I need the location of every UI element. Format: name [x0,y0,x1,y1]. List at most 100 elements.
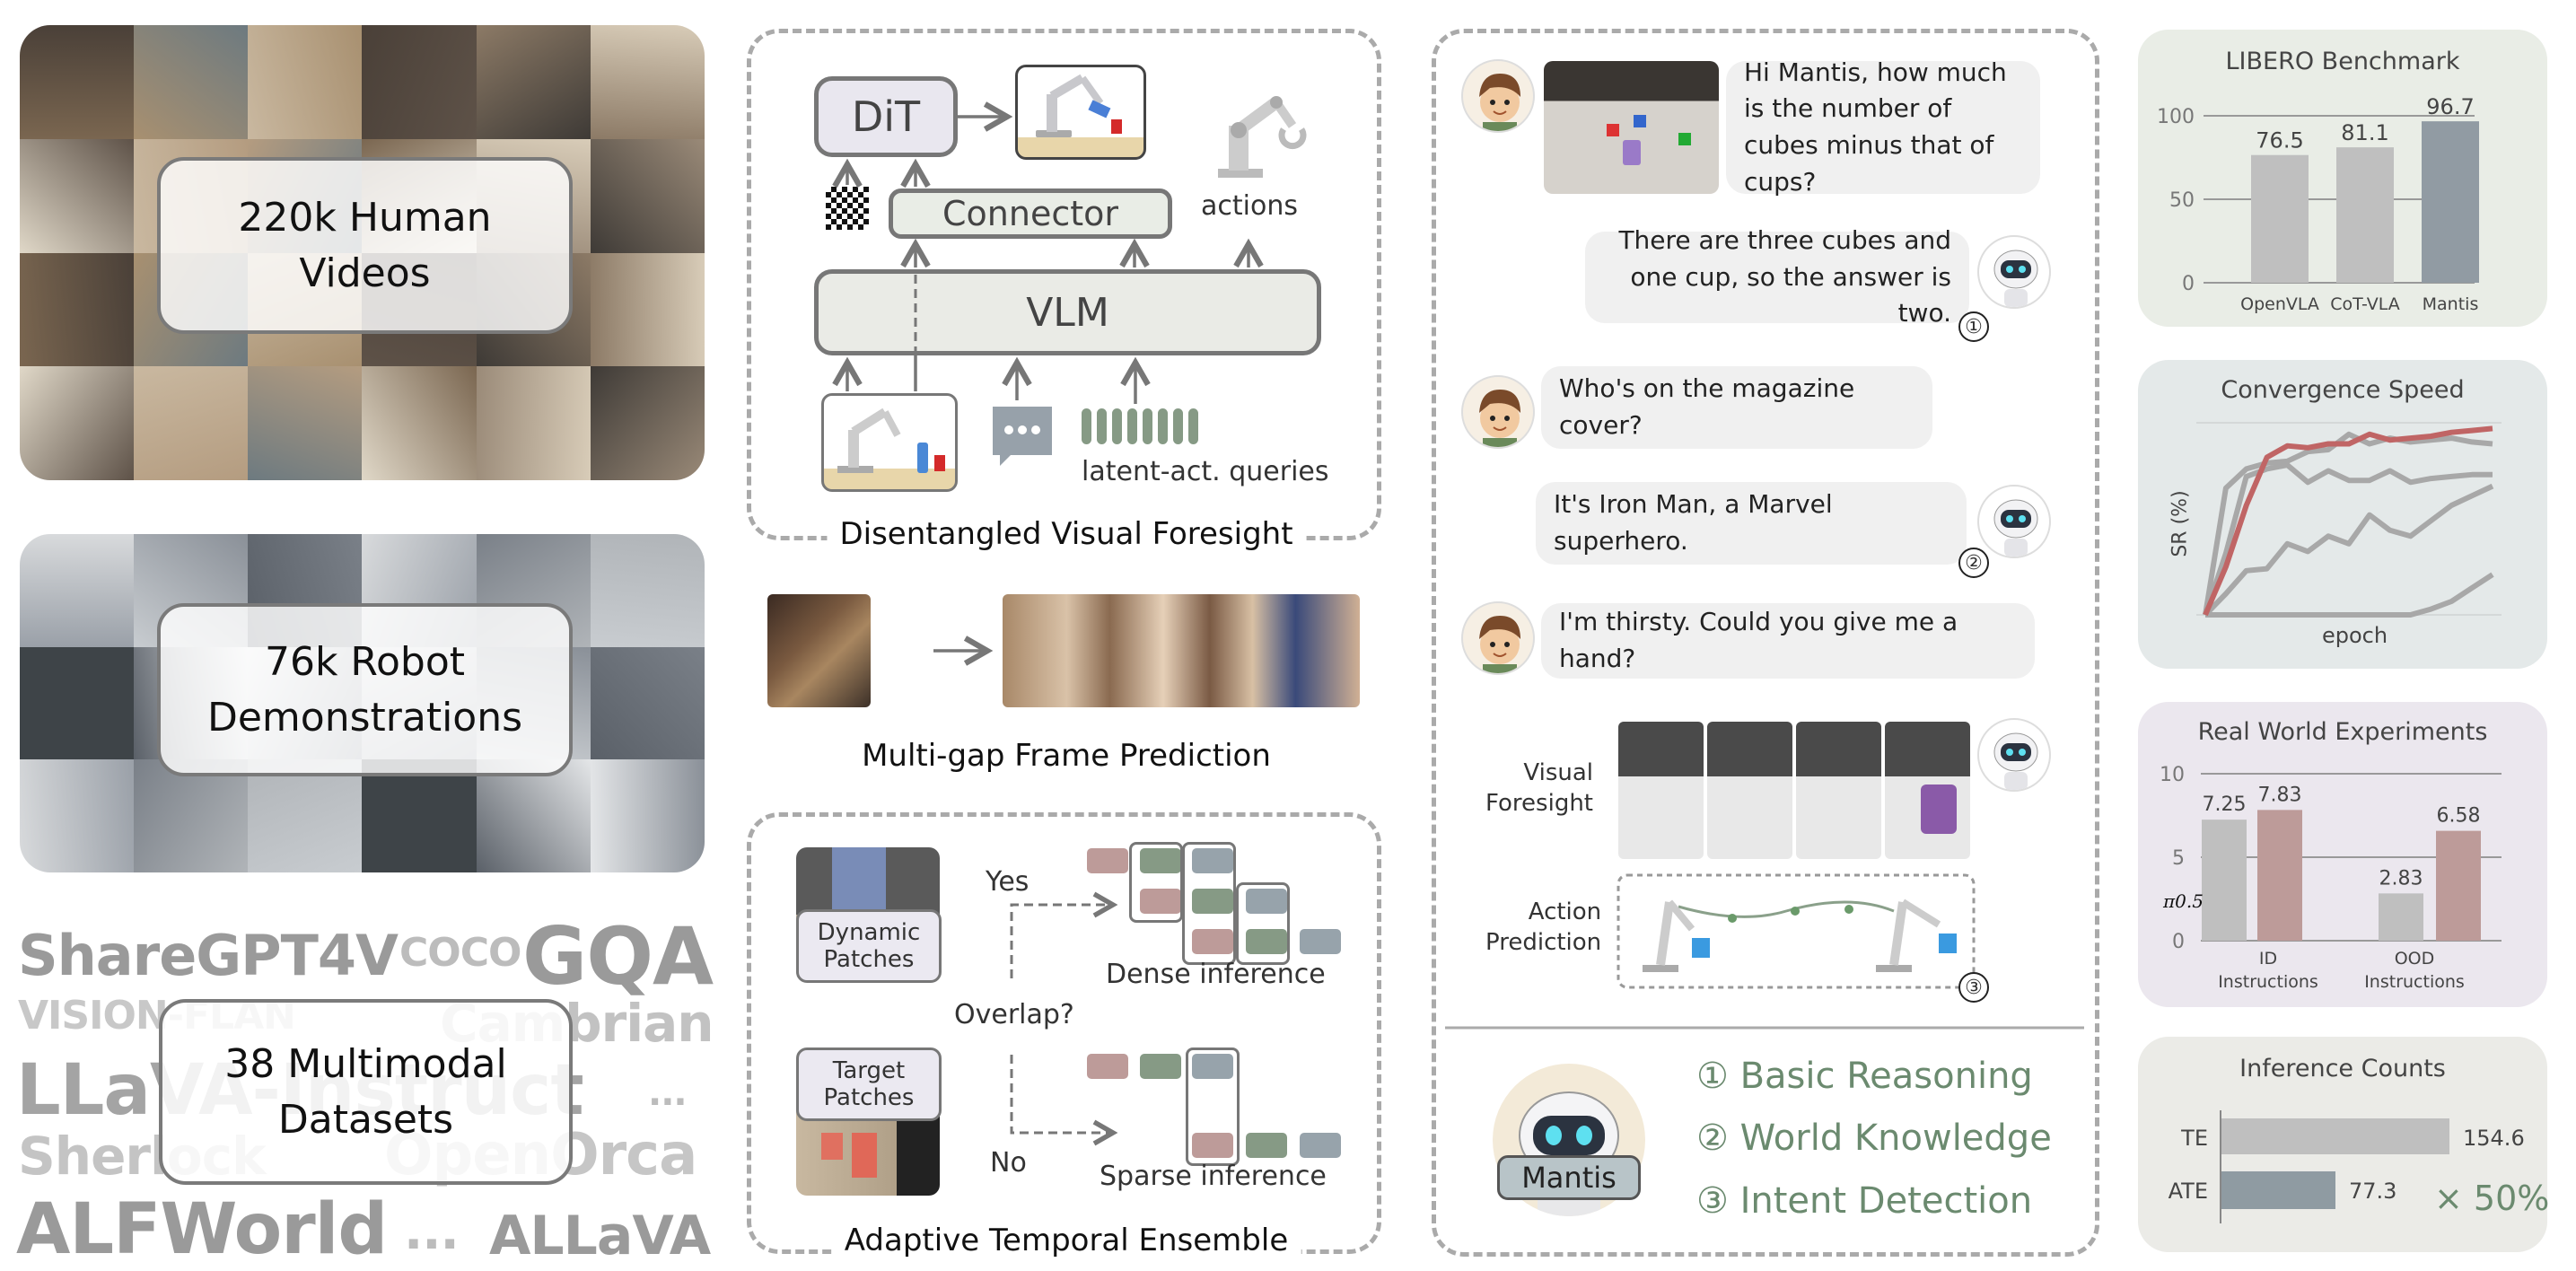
x-axis-label: epoch [2322,623,2388,648]
series-line-mantis [2203,425,2493,617]
bot-message-bubble: There are three cubes and one cup, so th… [1585,225,1969,328]
dense-token [1140,848,1181,873]
series-line-baseline-1 [2203,431,2493,616]
legend-pi05: π0.5 [2163,890,2204,912]
visual-foresight-label: Visual Foresight [1485,759,1593,817]
tag-intent-detection: ③ [1958,972,1989,1003]
robot-arm-actions-icon [1214,90,1312,183]
mosaic-tile [134,25,249,139]
robot-avatar [1977,718,2051,792]
human-videos-label: 220k Human Videos [157,157,573,334]
data-label: 76.5 [2256,128,2303,153]
dense-window [1236,882,1290,965]
dataset-word: ... [648,1073,688,1114]
dataset-word: ShareGPT4V [18,923,399,988]
latent-query-bar [1188,408,1198,444]
message-tag: ② [1958,548,1989,578]
robot-face-icon [1993,250,2038,307]
yes-label: Yes [986,866,1030,898]
mosaic-tile [590,252,705,367]
latent-query-bar [1143,408,1152,444]
user-avatar [1461,601,1535,675]
mosaic-tile [476,759,591,872]
predicted-frame-image [1015,65,1146,160]
latent-query-bar [1112,408,1122,444]
mosaic-tile [248,25,363,139]
reduction-annotation: × 50% [2434,1179,2550,1218]
multigap-input-frame [767,594,871,707]
user-message-bubble: I'm thirsty. Could you give me a hand? [1541,603,2035,679]
mosaic-tile [20,646,135,760]
bot-message-bubble: It's Iron Man, a Marvel superhero. [1536,482,1967,565]
message-tag: ① [1958,311,1989,342]
sparse-inference-label: Sparse inference [1100,1161,1327,1192]
multigap-caption: Multi-gap Frame Prediction [849,738,1284,774]
series-line-baseline-3 [2203,483,2494,618]
dense-token [1192,929,1233,954]
robot-avatar [1977,235,2051,309]
user-face-icon [1479,390,1520,447]
mosaic-tile [20,534,135,647]
datasets-label: 38 Multimodal Datasets [159,999,573,1185]
user-avatar [1461,59,1535,133]
mosaic-tile [248,759,363,872]
dense-inference-label: Dense inference [1106,959,1326,990]
data-label: 7.25 [2203,793,2247,816]
action-trajectory [1678,900,1895,918]
category-label: ATE [2169,1179,2208,1204]
mosaic-tile [134,366,249,480]
data-label: 7.83 [2258,784,2302,806]
data-label: 96.7 [2426,94,2474,119]
mosaic-tile [20,25,135,139]
real-world-bar-chart: 05107.252.837.836.58IDInstructionsOODIns… [2160,764,2502,992]
robot-avatar [1977,485,2051,558]
bar [2251,154,2309,283]
visual-foresight-frames [1618,722,1970,859]
y-tick-label: 5 [2172,847,2185,870]
action-robot-arms-icon [1634,884,1966,986]
mosaic-tile [590,25,705,139]
dense-window [1129,842,1183,923]
dataset-word: GQA [522,910,714,1003]
latent-query-bar [1158,408,1168,444]
chat-frame [1432,29,2099,1257]
bar [2221,1171,2335,1209]
y-tick-label: 10 [2160,764,2185,786]
connector-block: Connector [889,188,1172,239]
y-tick-label: 100 [2157,106,2195,128]
y-tick-label: 0 [2172,931,2185,953]
dense-token [1192,848,1233,873]
user-message-bubble: Hi Mantis, how much is the number of cub… [1726,57,2040,197]
target-patches-label: Target Patches [796,1047,942,1121]
y-tick-label: 50 [2169,189,2195,212]
dit-block: DiT [814,76,958,157]
series-line-baseline-2 [2203,462,2493,616]
legend-basic-reasoning: ① Basic Reasoning [1696,1056,2033,1097]
latent-query-bar [1127,408,1137,444]
bar [2436,830,2481,941]
sparse-token [1246,1133,1287,1158]
dense-token [1300,929,1341,954]
sparse-token [1140,1054,1181,1079]
data-label: 6.58 [2437,805,2481,828]
mosaic-tile [476,366,591,480]
mosaic-tile [20,366,135,480]
vlm-block: VLM [814,269,1321,355]
sparse-token [1192,1054,1233,1079]
sparse-token [1192,1133,1233,1158]
data-label: 81.1 [2341,120,2388,145]
user-avatar [1461,375,1535,449]
x-tick-label: Mantis [2423,294,2479,314]
legend-world-knowledge: ② World Knowledge [1696,1118,2052,1159]
mosaic-tile [590,534,705,647]
cubes-scene-image [1544,61,1719,194]
mosaic-tile [590,759,705,872]
mosaic-tile [362,366,477,480]
dvf-caption: Disentangled Visual Foresight [827,516,1306,552]
convergence-line-chart [2196,422,2502,618]
x-tick-label: OOD [2395,949,2435,969]
bar [2422,121,2479,283]
